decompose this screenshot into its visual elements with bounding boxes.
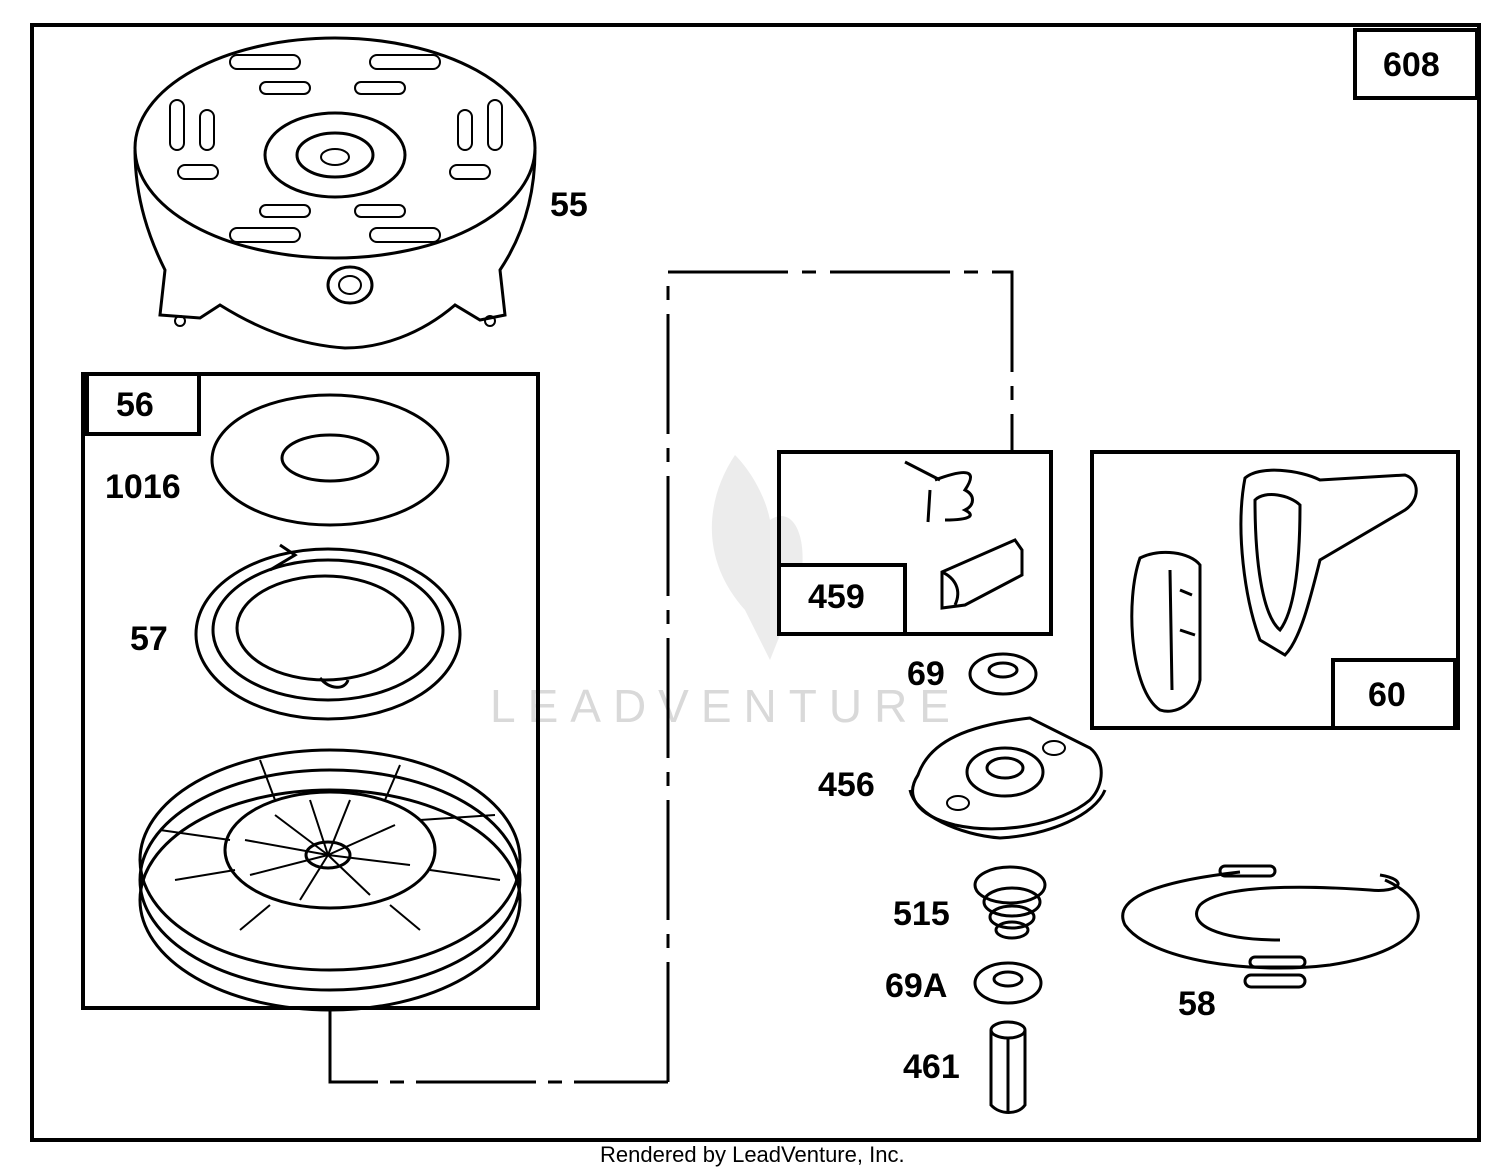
washer-69-label: 69 <box>907 655 945 693</box>
washer-1016-part <box>210 393 450 527</box>
pawl-kit-label: 459 <box>808 578 865 616</box>
pulley-kit-label-box <box>85 372 201 436</box>
handle-kit-box <box>1090 450 1460 730</box>
housing-label: 55 <box>550 186 588 224</box>
pawl-part <box>940 538 1024 610</box>
washer-69-part <box>968 652 1038 696</box>
retainer-456-part <box>908 716 1107 840</box>
washer-69a-part <box>973 961 1043 1005</box>
assembly-label-box <box>1353 28 1479 100</box>
connector-lines <box>328 270 1014 1084</box>
starter-pulley-part <box>138 748 522 1012</box>
spring-57-label: 57 <box>130 620 168 658</box>
pawl-spring-part <box>904 460 974 523</box>
washer-69a-label: 69A <box>885 967 947 1005</box>
starter-rope-58-part <box>1121 864 1420 989</box>
spring-515-label: 515 <box>893 895 950 933</box>
rope-58-label: 58 <box>1178 985 1216 1023</box>
washer-1016-label: 1016 <box>105 468 181 506</box>
watermark-text: LEADVENTURE <box>490 680 962 732</box>
assembly-label: 608 <box>1383 46 1440 84</box>
starter-handle-part <box>1130 468 1418 713</box>
pin-461-label: 461 <box>903 1048 960 1086</box>
handle-kit-label-box <box>1331 658 1457 730</box>
diagram-frame <box>30 23 1481 1142</box>
pawl-kit-box <box>777 450 1053 636</box>
pawl-kit-label-box <box>777 563 907 636</box>
pin-461-part <box>989 1020 1027 1114</box>
starter-housing-part <box>133 36 537 350</box>
recoil-spring-57-part <box>194 543 462 721</box>
handle-kit-label: 60 <box>1368 676 1406 714</box>
pulley-kit-label: 56 <box>116 386 154 424</box>
retainer-456-label: 456 <box>818 766 875 804</box>
spring-515-part <box>973 865 1047 940</box>
footer-credit: Rendered by LeadVenture, Inc. <box>600 1142 905 1167</box>
